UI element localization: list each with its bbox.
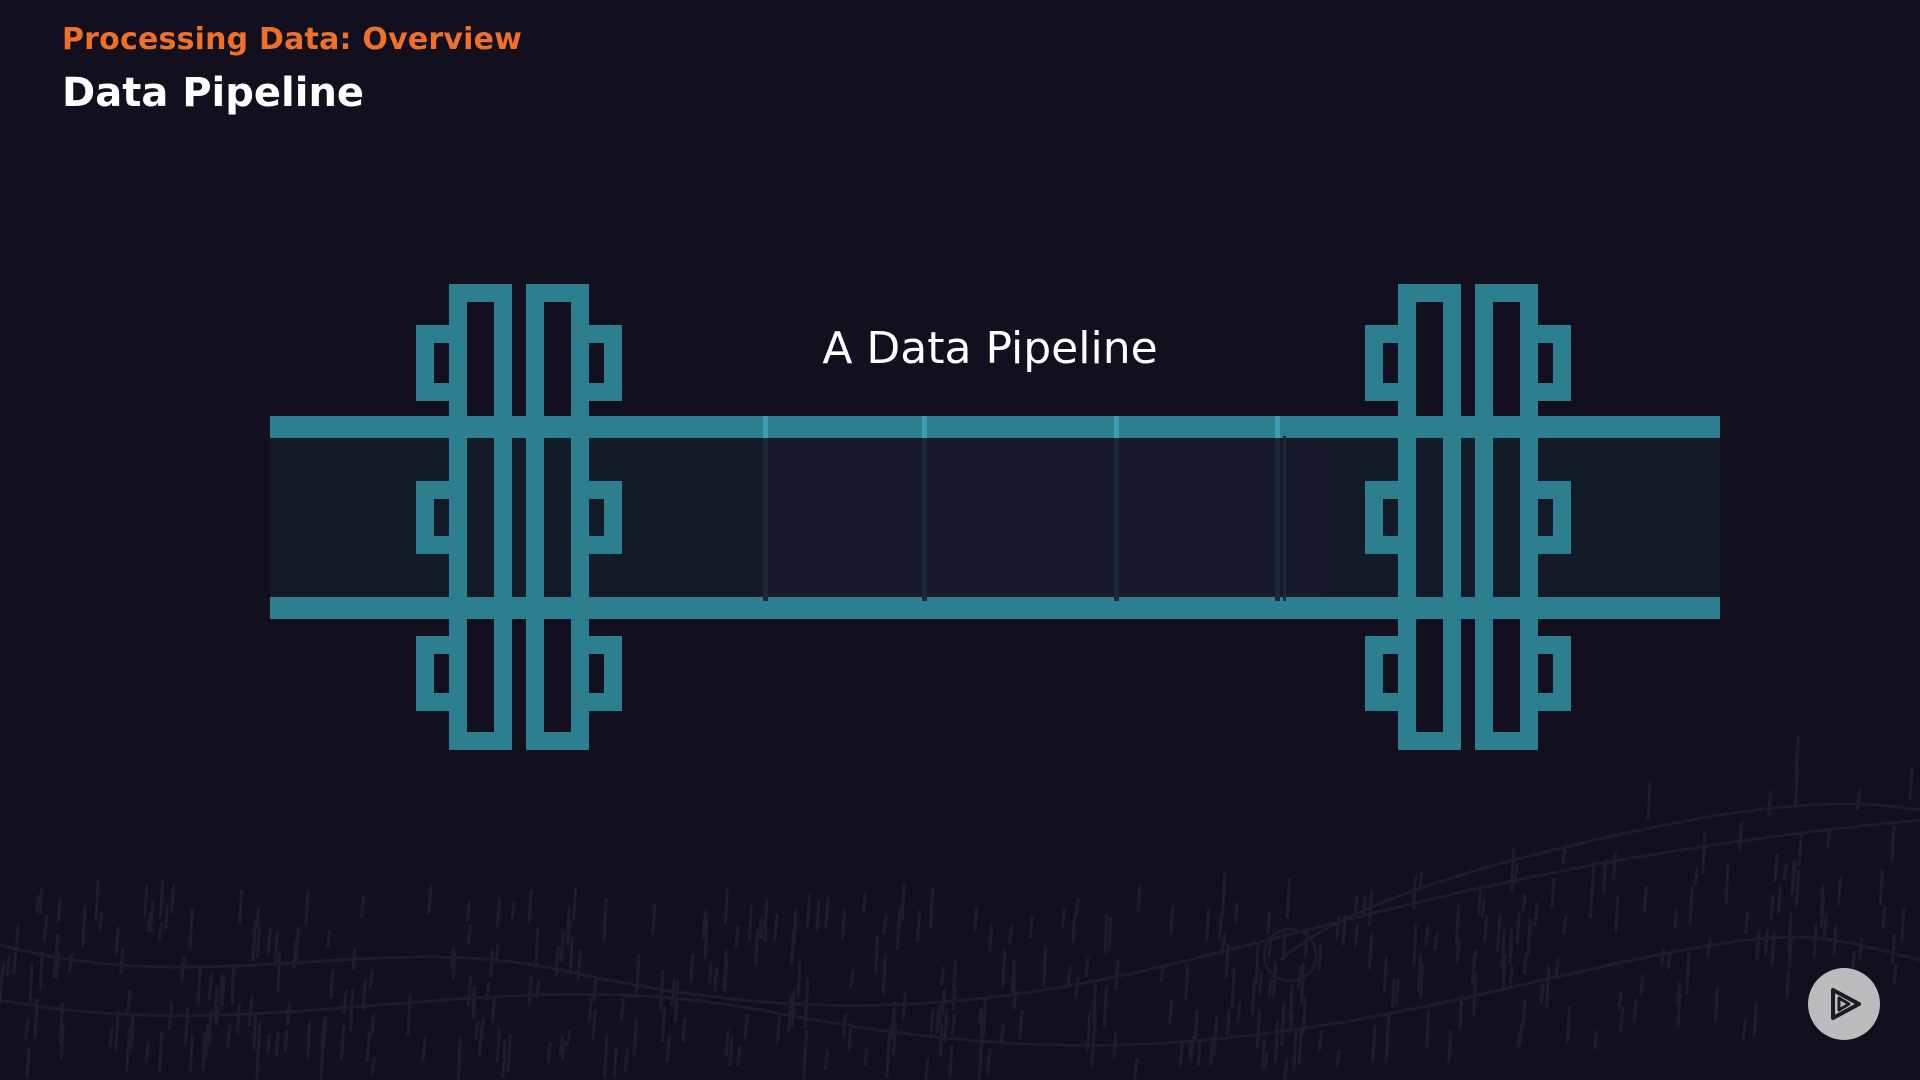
play-logo-icon xyxy=(1831,988,1861,1020)
right-flange xyxy=(1365,284,1571,750)
play-logo-button[interactable] xyxy=(1808,968,1880,1040)
slide-subtitle: Processing Data: Overview xyxy=(62,22,523,57)
left-flange xyxy=(416,284,622,750)
pipe-interior-middle xyxy=(760,436,1325,601)
pipe-bottom-wall xyxy=(270,597,1720,619)
pipe-seam-highlights xyxy=(763,416,1280,438)
pipe-segment-seams xyxy=(763,436,1286,601)
pipe-top-wall xyxy=(270,416,1720,438)
pipeline-label: A Data Pipeline xyxy=(822,323,1158,374)
slide-title: Data Pipeline xyxy=(62,70,365,116)
